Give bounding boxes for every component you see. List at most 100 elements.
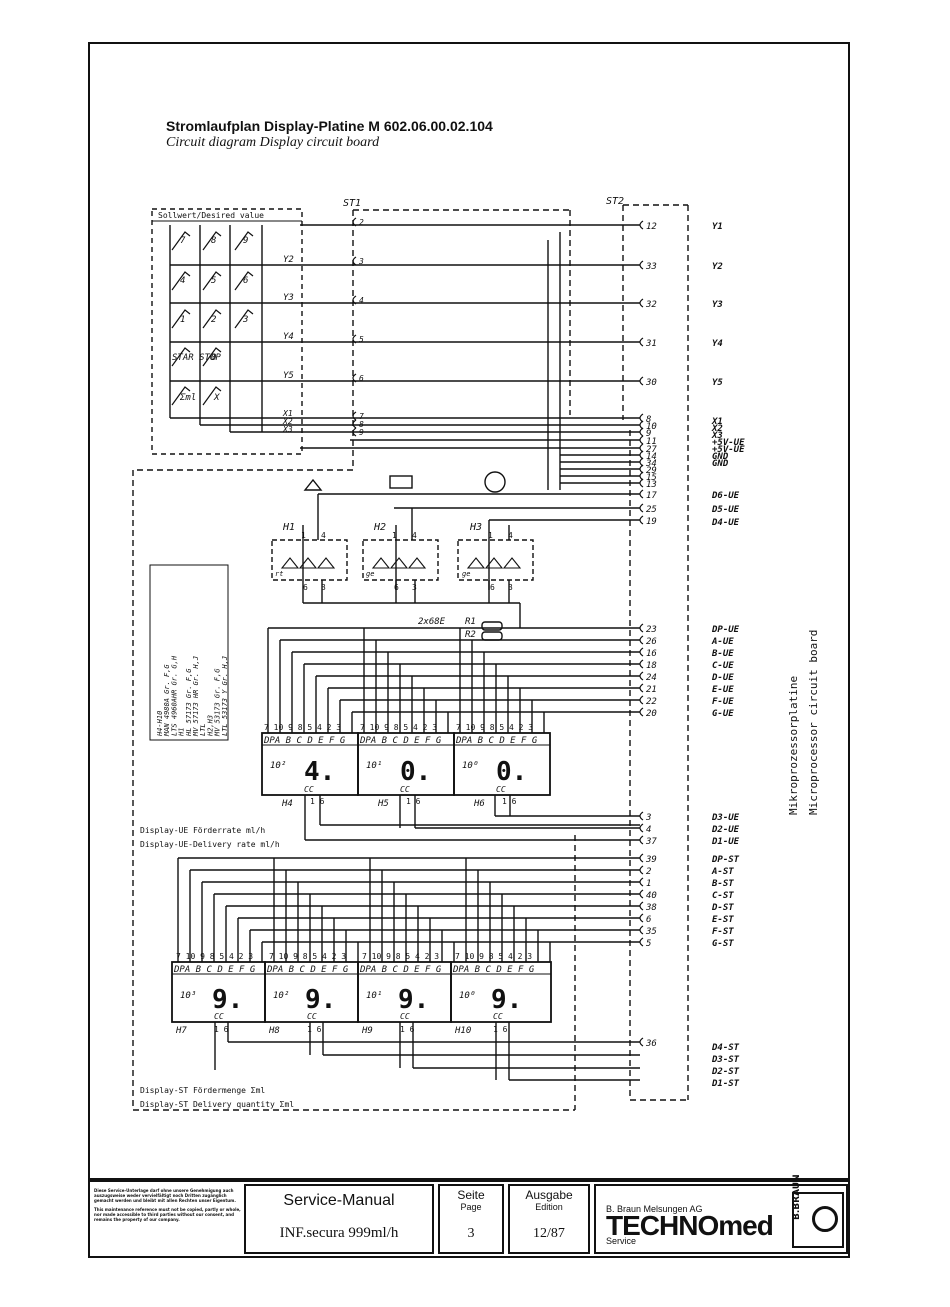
st2-pin-mark	[639, 671, 644, 681]
st2-pin-number: 23	[646, 625, 657, 635]
led-pin-label: 4	[412, 531, 417, 540]
display-segment-row: DPA B C D E F G	[263, 736, 346, 746]
st1-label: ST1	[343, 198, 361, 209]
st1-pin-number: 4	[359, 296, 364, 305]
display-pin-row: 7 10 9 8 5 4 2 3	[176, 952, 253, 961]
signal-label: Y4	[712, 339, 723, 349]
display-digit: 9.	[491, 985, 522, 1015]
st2-pin-mark	[639, 889, 644, 899]
st1-pin-number: 5	[359, 335, 364, 344]
signal-label: GND	[712, 452, 729, 462]
microprocessor-label-de: Mikroprozessorplatine	[787, 676, 800, 815]
signal-label: +5V-UE	[712, 445, 745, 455]
manual-cell	[244, 1184, 434, 1254]
led-ref-label: H3	[469, 522, 482, 533]
digit-lines-st	[214, 1022, 640, 1081]
led-pin-label: 6	[303, 583, 308, 592]
keypad-row-label: Y3	[283, 293, 294, 303]
page-label-en: Page	[460, 1202, 482, 1212]
parts-table-row: HL 57173 Gr. F,G	[185, 668, 193, 737]
led-pin-label: 6	[490, 583, 495, 592]
st2-pin-mark	[639, 901, 644, 911]
st2-pin-mark	[639, 937, 644, 947]
signal-label: D5-UE	[711, 505, 740, 515]
led-ref-label: H1	[282, 522, 295, 533]
st2-pin-number: 36	[645, 1039, 657, 1049]
display-pin-row: 7 10 9 8 5 4 2 3	[455, 952, 532, 961]
display-ref-label: H5	[377, 799, 389, 809]
led-pin-label: 1	[488, 531, 493, 540]
display-segment-row: DPA B C D E F G	[359, 965, 442, 975]
display-segment-row: DPA B C D E F G	[173, 965, 256, 975]
display-digit: 9.	[212, 985, 243, 1015]
parts-table-row: MV 57173 HR Gr. H,J	[192, 656, 200, 737]
keypad-key-label: 7	[180, 236, 186, 246]
led-ref-label: H2	[373, 522, 386, 533]
display-st-boxes	[171, 961, 552, 1023]
st2-pin-number: 29	[646, 466, 657, 476]
segment-bus-st	[177, 857, 640, 962]
st2-pin-mark	[639, 376, 644, 386]
keypad-row-lines	[170, 224, 640, 433]
display-segment-row: DPA B C D E F G	[452, 965, 535, 975]
led-pin-label: 3	[412, 583, 417, 592]
signal-label: GND	[712, 459, 729, 469]
st2-pin-mark	[639, 877, 644, 887]
st2-pin-mark	[639, 489, 644, 499]
st2-pin-number: 16	[646, 649, 657, 659]
display-cc-label: CC	[304, 785, 314, 794]
display-digit: 9.	[398, 985, 429, 1015]
display-cc-label: CC	[307, 1012, 317, 1021]
st2-pin-number: 37	[645, 837, 657, 847]
legal-notice-de: Diese Service-Unterlage darf ohne unsere…	[94, 1188, 236, 1203]
led-diodes	[280, 557, 522, 569]
st2-pin-mark	[639, 647, 644, 657]
st2-pin-number: 21	[646, 685, 657, 695]
st2-pin-number: 8	[646, 415, 651, 425]
power-lines	[300, 232, 640, 521]
led-bars	[271, 494, 534, 628]
display-exponent: 10⁰	[459, 991, 475, 1001]
parts-table-row: MAN 4980A Gr. F,G	[163, 664, 171, 737]
st1-pin-number: 6	[359, 374, 364, 383]
display-digit: 0.	[496, 757, 527, 787]
connector-st2-outline	[622, 204, 689, 1101]
st2-pin-mark	[639, 695, 644, 705]
bbraun-logo: B.BRAUN	[792, 1174, 844, 1248]
parts-table-row: H1	[178, 728, 186, 737]
keypad-key-label: STAR STOP	[172, 353, 221, 363]
display-ref-label: H8	[268, 1026, 280, 1036]
keypad-key-label: X	[213, 393, 220, 403]
st2-pin-number: 9	[646, 429, 651, 439]
st2-pin-mark	[639, 435, 644, 445]
st2-pin-number: 22	[646, 697, 657, 707]
keypad-key-label: 5	[211, 276, 216, 286]
page-cell	[438, 1184, 504, 1254]
display-ref-label: H7	[175, 1026, 187, 1036]
segment-bus-ue	[267, 627, 640, 733]
keypad-label: Sollwert/Desired value	[158, 211, 264, 220]
display-cc-label: CC	[496, 785, 506, 794]
keypad-column-label: X3	[282, 425, 293, 434]
st-caption-de: Display-ST Fördermenge Σml	[140, 1086, 265, 1095]
display-segment-row: DPA B C D E F G	[266, 965, 349, 975]
st2-pin-number: 14	[646, 452, 657, 462]
st2-pin-number: 25	[646, 505, 657, 515]
ue-caption-en: Display-UE-Delivery rate ml/h	[140, 840, 280, 849]
key-switches	[171, 231, 254, 406]
display-common-pins: 1 6	[493, 1025, 508, 1034]
display-common-pins: 1 6	[310, 797, 325, 806]
st2-pin-number: 33	[645, 262, 657, 272]
st2-pin-mark	[639, 298, 644, 308]
st-caption-en: Display-ST Delivery quantity Σml	[140, 1100, 294, 1109]
manual-label: Service-Manual	[283, 1192, 395, 1209]
st2-pin-mark	[639, 478, 644, 488]
signal-label: B-ST	[711, 879, 734, 889]
signal-label: D-UE	[711, 673, 734, 683]
st2-pin-number: 27	[646, 445, 657, 455]
st2-pin-number: 35	[645, 927, 657, 937]
signal-label: Y2	[712, 262, 723, 272]
parts-table-row: H2,H3	[206, 715, 214, 737]
display-exponent: 10⁰	[462, 761, 478, 771]
